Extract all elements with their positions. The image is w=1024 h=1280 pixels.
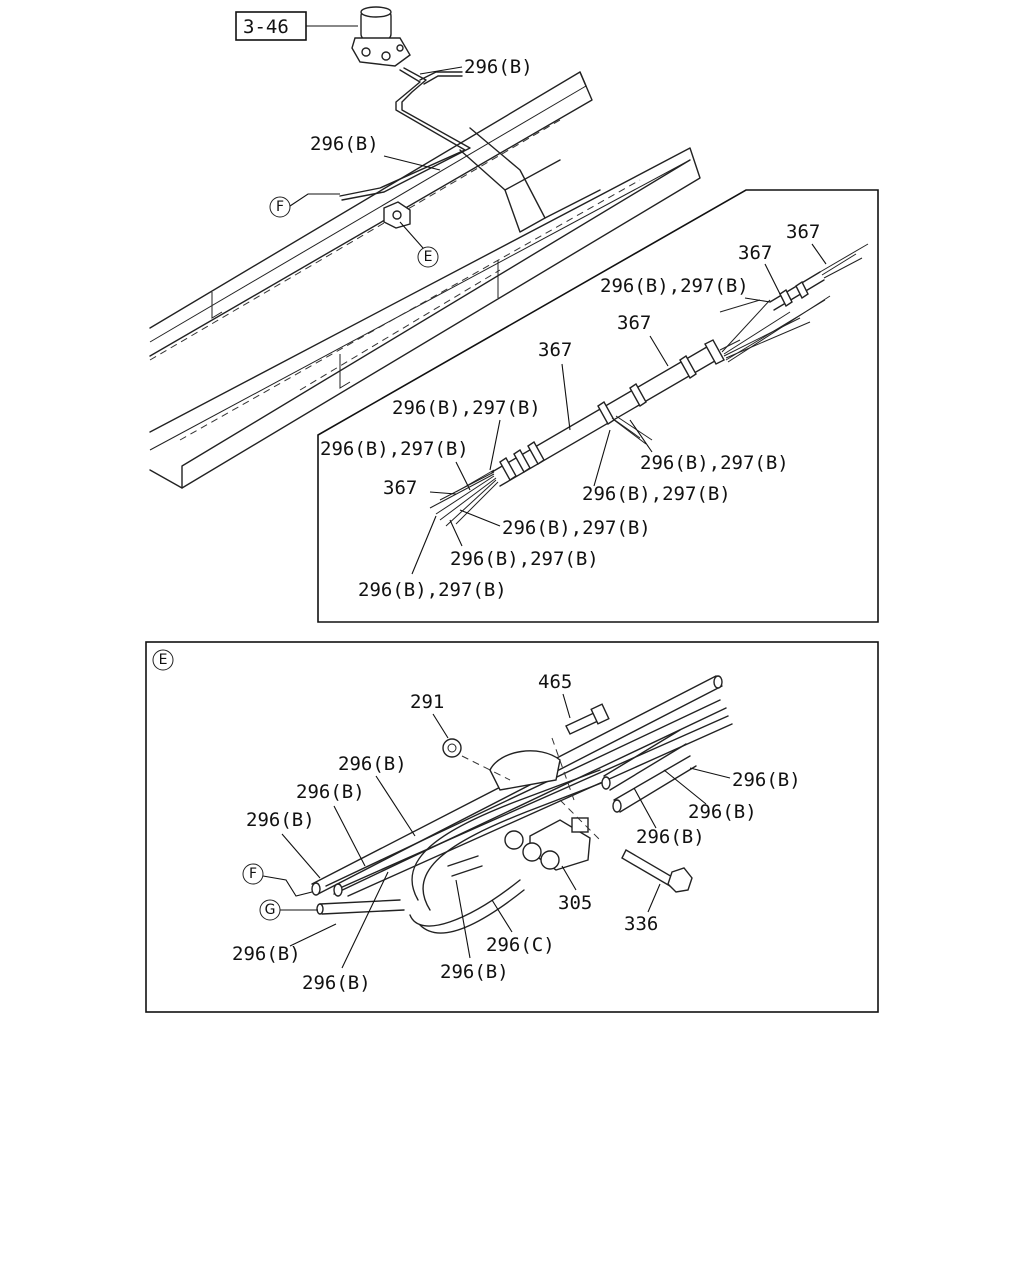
- label-367-e: 367: [383, 477, 417, 499]
- label-296b-297b-g: 296(B),297(B): [450, 548, 599, 570]
- label-367-d: 367: [538, 339, 572, 361]
- label-305: 305: [558, 892, 592, 914]
- callout-f-detail: F: [242, 863, 313, 897]
- label-296b-297b-a: 296(B),297(B): [600, 275, 749, 297]
- callout-g-detail: G: [259, 899, 318, 921]
- label-296c: 296(C): [486, 934, 555, 956]
- callout-e-detail-text: E: [159, 652, 168, 668]
- label-296b-e9: 296(B): [302, 972, 371, 994]
- label-296b-297b-b: 296(B),297(B): [392, 397, 541, 419]
- frame-rail-drawing: [149, 71, 701, 489]
- label-296b-e4: 296(B): [732, 769, 801, 791]
- label-296b-top: 296(B): [464, 56, 533, 78]
- harness-detail-frame: [317, 189, 879, 623]
- label-296b-rail: 296(B): [310, 133, 379, 155]
- label-367-a: 367: [786, 221, 820, 243]
- reference-box-text: 3-46: [243, 16, 289, 38]
- callout-e-top-text: E: [424, 249, 433, 265]
- detail-e-drawing: [311, 675, 733, 934]
- bracket-e-part: [383, 201, 411, 229]
- detail-e-frame: [145, 641, 879, 1013]
- label-291: 291: [410, 691, 444, 713]
- label-367-c: 367: [617, 312, 651, 334]
- callout-f-detail-text: F: [249, 866, 257, 882]
- label-296b-e8: 296(B): [232, 943, 301, 965]
- callout-g-detail-text: G: [265, 902, 276, 918]
- callout-e-detail: E: [152, 649, 174, 671]
- label-296b-e3: 296(B): [246, 809, 315, 831]
- air-dryer-valve: [351, 6, 411, 67]
- label-296b-297b-e: 296(B),297(B): [582, 483, 731, 505]
- callout-f-top: F: [269, 193, 340, 218]
- reference-box: 3-46: [235, 11, 358, 41]
- label-296b-e7: 296(B): [440, 961, 509, 983]
- label-296b-e2: 296(B): [296, 781, 365, 803]
- label-296b-e6: 296(B): [636, 826, 705, 848]
- callout-f-top-text: F: [276, 199, 284, 215]
- label-296b-297b-c: 296(B),297(B): [320, 438, 469, 460]
- callout-e-top: E: [399, 221, 439, 268]
- label-336: 336: [624, 913, 658, 935]
- label-367-b: 367: [738, 242, 772, 264]
- tube-routing: [339, 67, 471, 201]
- label-296b-e1: 296(B): [338, 753, 407, 775]
- label-296b-297b-d: 296(B),297(B): [640, 452, 789, 474]
- label-296b-e5: 296(B): [688, 801, 757, 823]
- label-296b-297b-f: 296(B),297(B): [502, 517, 651, 539]
- harness-bundle-drawing: [429, 243, 869, 527]
- label-465: 465: [538, 671, 572, 693]
- label-296b-297b-h: 296(B),297(B): [358, 579, 507, 601]
